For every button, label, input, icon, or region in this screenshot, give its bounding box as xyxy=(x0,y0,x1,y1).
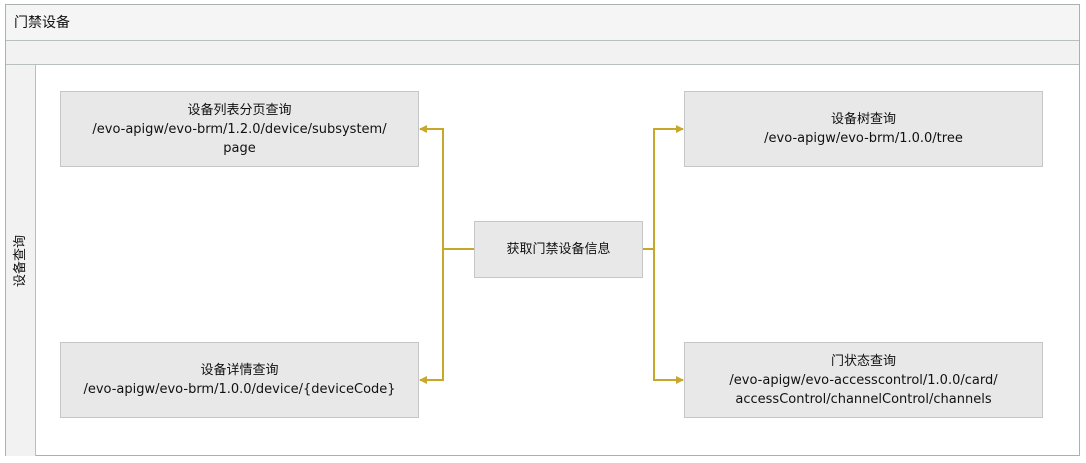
node-door-status-query[interactable]: 门状态查询 /evo-apigw/evo-accesscontrol/1.0.0… xyxy=(684,342,1043,418)
connector-to-paged-list xyxy=(419,125,474,250)
node-title: 设备列表分页查询 xyxy=(187,102,292,118)
pool-title: 门禁设备 xyxy=(14,15,70,31)
node-paged-list-query[interactable]: 设备列表分页查询 /evo-apigw/evo-brm/1.2.0/device… xyxy=(60,91,419,167)
node-title: 获取门禁设备信息 xyxy=(506,242,611,257)
node-path-line1: /evo-apigw/evo-brm/1.0.0/device/{deviceC… xyxy=(83,382,396,397)
node-path-line2: page xyxy=(223,140,256,156)
node-path-line2: accessControl/channelControl/channels xyxy=(735,391,992,407)
node-get-access-device-info[interactable]: 获取门禁设备信息 xyxy=(474,221,643,278)
node-device-tree-query[interactable]: 设备树查询 /evo-apigw/evo-brm/1.0.0/tree xyxy=(684,91,1043,167)
node-path-line1: /evo-apigw/evo-accesscontrol/1.0.0/card/ xyxy=(729,372,998,388)
pool-sub-header xyxy=(6,41,1079,65)
node-device-detail-query[interactable]: 设备详情查询 /evo-apigw/evo-brm/1.0.0/device/{… xyxy=(60,342,419,418)
node-title: 门状态查询 xyxy=(830,353,896,369)
connector-to-door-status xyxy=(653,249,684,384)
node-path-line1: /evo-apigw/evo-brm/1.0.0/tree xyxy=(764,131,963,146)
node-title: 设备树查询 xyxy=(830,112,896,127)
connector-to-device-tree xyxy=(643,125,684,250)
node-path-line1: /evo-apigw/evo-brm/1.2.0/device/subsyste… xyxy=(92,121,387,137)
pool-title-bar: 门禁设备 xyxy=(6,5,1079,41)
lane-header: 设备查询 xyxy=(6,65,36,456)
connector-group xyxy=(419,125,684,384)
node-title: 设备详情查询 xyxy=(200,363,279,378)
connector-to-device-detail xyxy=(419,249,444,384)
